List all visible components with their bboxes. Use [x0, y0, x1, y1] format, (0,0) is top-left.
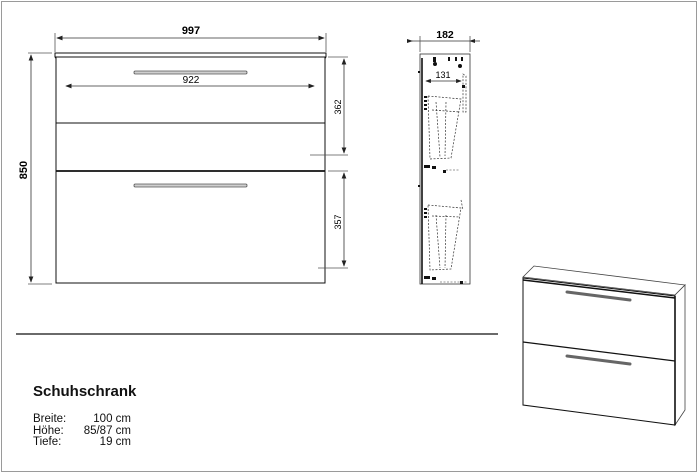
depth-dimension: 182: [407, 29, 480, 52]
handle-span-label: 922: [183, 75, 200, 86]
lower-flap: [55, 170, 326, 284]
product-specs: Breite: 100 cm Höhe: 85/87 cm Tiefe: 19 …: [33, 413, 131, 449]
perspective-lower-handle: [565, 354, 632, 366]
spec-label: Tiefe:: [33, 436, 62, 448]
product-title: Schuhschrank: [33, 383, 137, 400]
perspective-upper-handle: [565, 290, 632, 302]
lower-flap-dim-label: 357: [333, 214, 343, 229]
side-view: 182 131: [407, 29, 480, 285]
spec-label: Breite:: [33, 413, 67, 425]
lower-shoe-rack-mechanism: [427, 199, 464, 271]
spec-value: 19 cm: [99, 436, 131, 448]
perspective-view: [522, 265, 686, 427]
spec-value: 100 cm: [93, 413, 131, 425]
upper-handle: [133, 70, 248, 75]
spec-row-height: Höhe: 85/87 cm: [33, 424, 131, 438]
front-view: 997 922 850 362: [18, 25, 348, 285]
height-dim-label: 850: [18, 161, 30, 179]
lower-flap-dimension: 357: [318, 170, 348, 269]
upper-shoe-rack-mechanism: [427, 73, 467, 160]
inner-dim-label: 131: [435, 70, 450, 80]
upper-flap-dimension: 362: [310, 56, 348, 156]
spec-row-width: Breite: 100 cm: [33, 413, 131, 426]
width-dim-label: 997: [182, 25, 200, 37]
spec-row-depth: Tiefe: 19 cm: [33, 436, 131, 449]
spec-value: 85/87 cm: [83, 424, 131, 437]
depth-dim-label: 182: [436, 29, 454, 41]
width-dimension: 997: [54, 25, 327, 52]
handle-span-dimension: 922: [65, 75, 315, 89]
upper-flap-dim-label: 362: [333, 99, 343, 114]
height-dimension: 850: [18, 52, 52, 285]
spec-label: Höhe:: [33, 424, 64, 437]
lower-handle: [133, 183, 248, 188]
upper-flap: [55, 56, 326, 124]
